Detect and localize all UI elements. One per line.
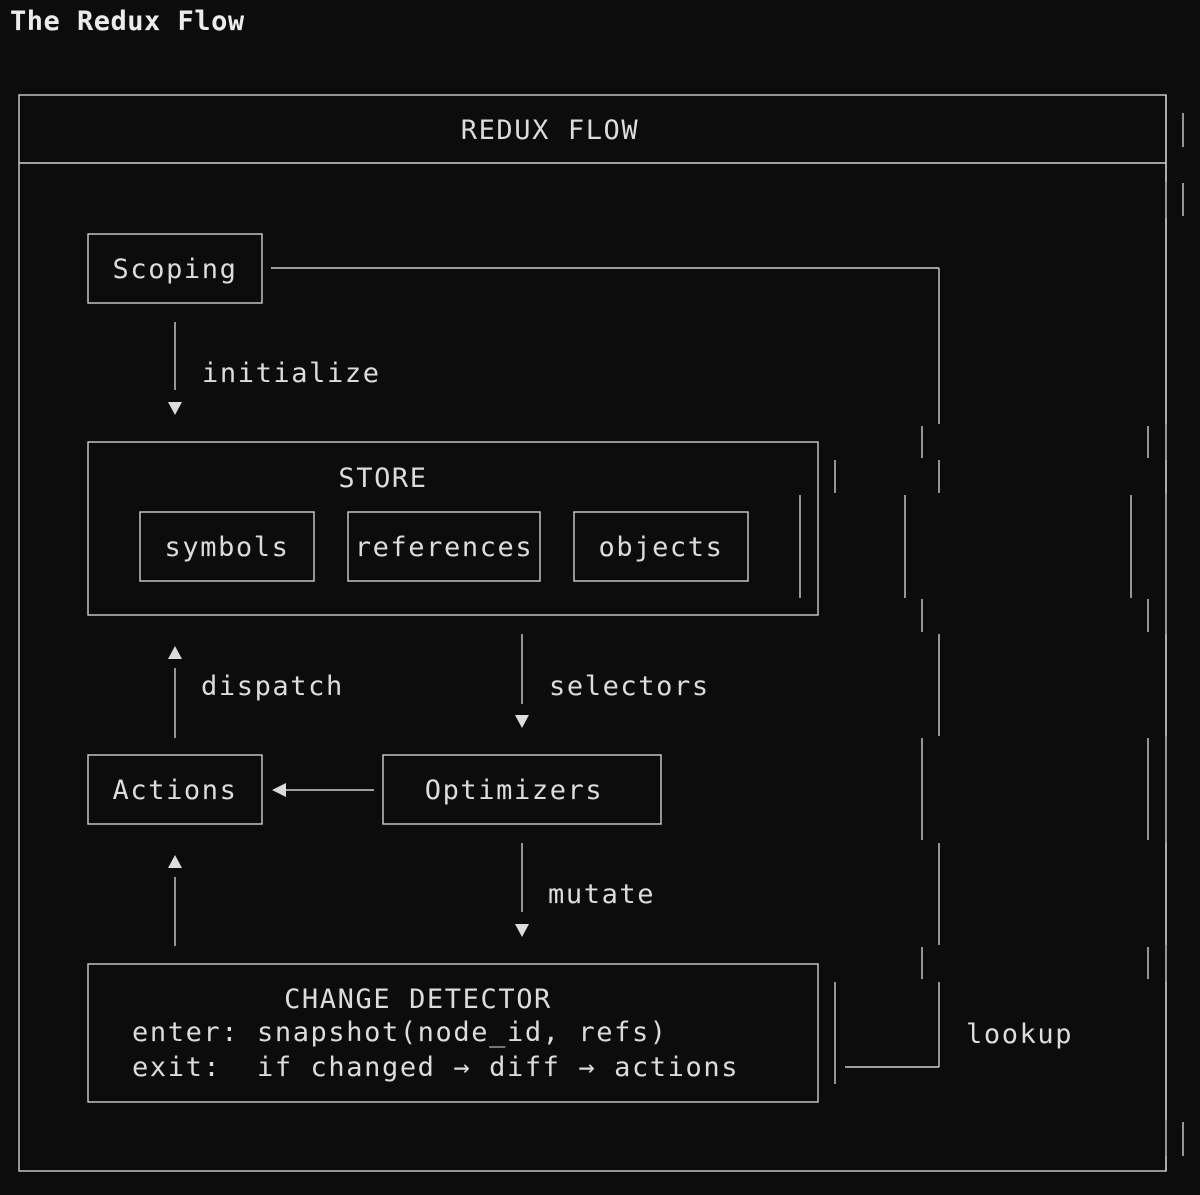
change-detector-title: CHANGE DETECTOR [284,984,552,1015]
store-item-symbols: symbols [164,532,290,563]
actions-label: Actions [112,775,238,806]
store-item-objects: objects [598,532,724,563]
store-item-references: references [354,532,534,563]
optimizers-to-actions-arrow [272,783,374,797]
initialize-label: initialize [202,358,381,389]
mutate-label: mutate [548,879,656,910]
change-to-actions-arrow [168,855,182,946]
optimizers-box [382,754,662,825]
selectors-label: selectors [549,671,710,702]
dispatch-label: dispatch [201,671,344,702]
optimizers-label: Optimizers [424,775,604,806]
lookup-connector [271,267,940,1068]
page-title: The Redux Flow [10,6,245,37]
change-detector-enter-line: enter: snapshot(node_id, refs) [132,1017,668,1048]
frame-title: REDUX FLOW [460,115,640,146]
lookup-label: lookup [966,1019,1074,1050]
frame-edge-strokes [904,113,1184,1156]
outer-frame [18,94,1167,1172]
actions-box [87,754,263,825]
mutate-arrow [515,843,529,937]
dispatch-arrow [168,646,182,738]
change-detector-box [87,963,819,1103]
store-box [87,441,819,616]
store-title: STORE [338,463,428,494]
scoping-box [87,233,263,304]
initialize-arrow [168,322,182,415]
symbols-box [139,511,315,582]
objects-box [573,511,749,582]
scoping-label: Scoping [112,254,238,285]
change-detector-exit-line: exit: if changed → diff → actions [132,1052,740,1083]
selectors-arrow [515,634,529,728]
references-box [347,511,541,582]
